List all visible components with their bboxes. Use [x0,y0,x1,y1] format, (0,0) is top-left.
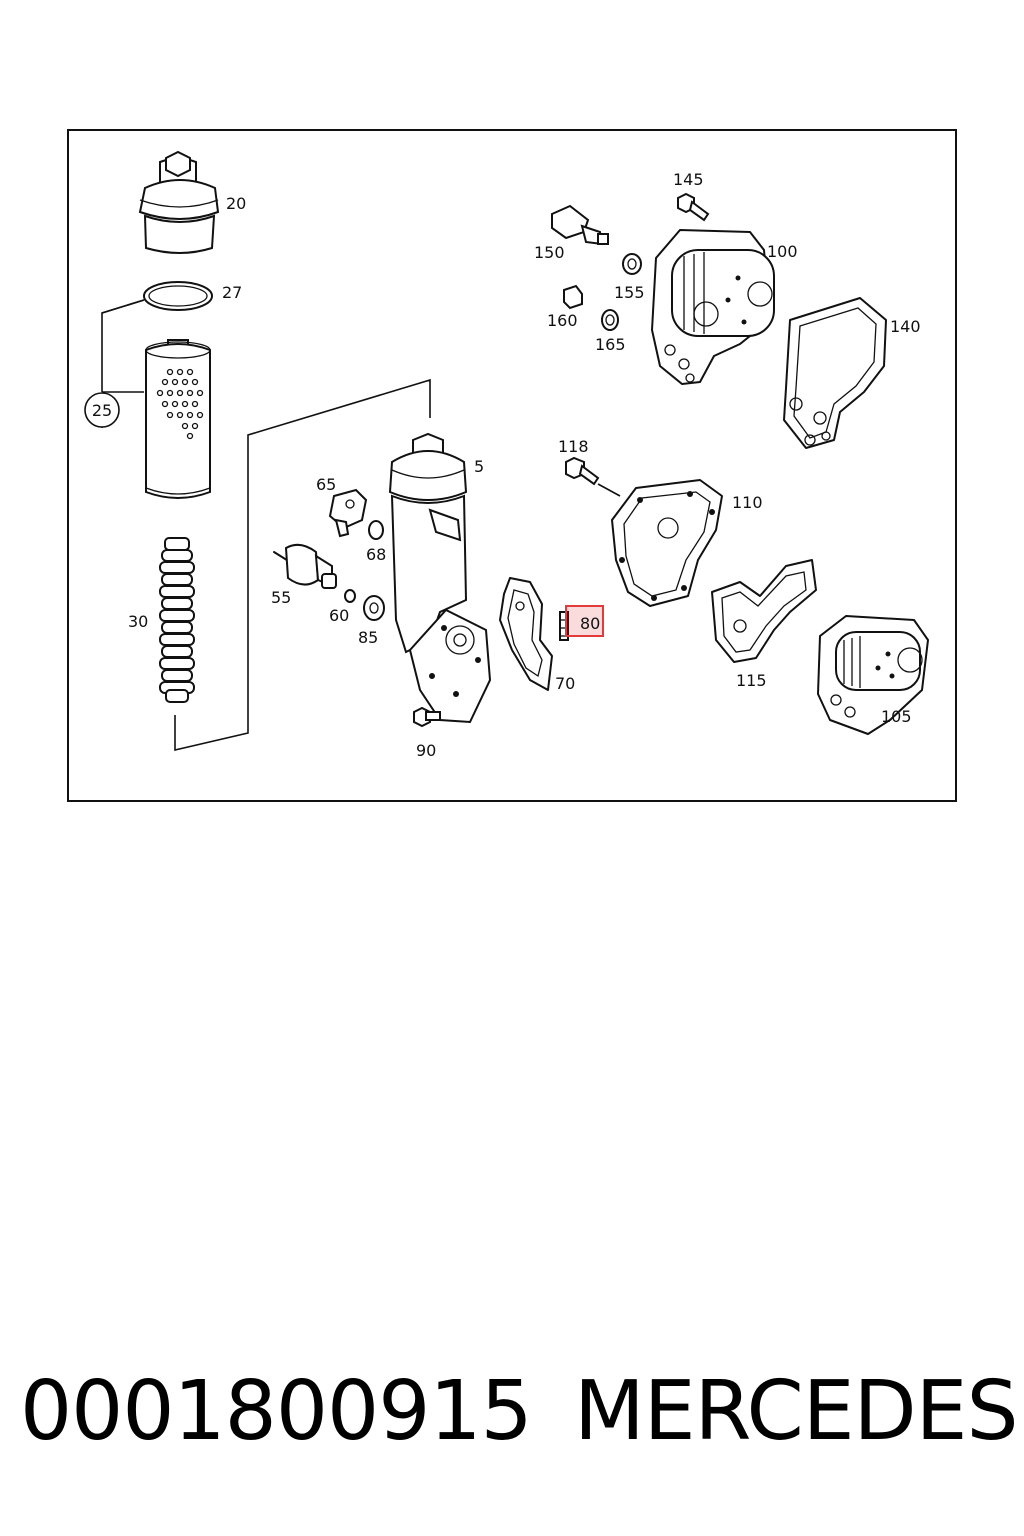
callout-70: 70 [555,674,575,693]
part-110-cover-plate[interactable] [611,479,723,607]
part-55-valve[interactable] [273,543,337,589]
callout-165: 165 [595,335,626,354]
callout-68: 68 [366,545,386,564]
diagram-frame [67,129,957,802]
rib [161,645,193,658]
part-155-washer[interactable] [622,253,642,275]
rib [159,633,195,646]
part-65-bracket[interactable] [328,488,368,538]
part-30-ribbed-element[interactable] [159,537,195,703]
part-145-bolt[interactable] [677,192,710,222]
callout-140: 140 [890,317,921,336]
part-70-gasket[interactable] [499,577,553,691]
part-105-oil-cooler[interactable] [817,615,929,735]
callout-100: 100 [767,242,798,261]
callout-30: 30 [128,612,148,631]
callout-145: 145 [673,170,704,189]
callout-27: 27 [222,283,242,302]
part-number: 0001800915 [20,1364,533,1459]
rib [161,621,193,634]
part-160-plug[interactable] [563,284,583,310]
callout-118: 118 [558,437,589,456]
callout-55: 55 [271,588,291,607]
part-140-gasket[interactable] [783,297,887,449]
callout-105: 105 [881,707,912,726]
part-118-bolt[interactable] [565,456,621,497]
rib [159,585,195,598]
callout-155: 155 [614,283,645,302]
part-27-o-ring[interactable] [143,281,213,311]
rib [159,657,195,670]
callout-60: 60 [329,606,349,625]
part-115-gasket[interactable] [711,559,817,663]
rib [159,609,195,622]
callout-65: 65 [316,475,336,494]
rib [161,597,193,610]
footer-caption: 0001800915 MERCEDES [0,1364,1024,1474]
callout-5: 5 [474,457,484,476]
part-60-washer[interactable] [344,589,356,603]
part-85-washer[interactable] [363,595,385,621]
part-25-filter-element[interactable] [145,339,211,499]
callout-labels: 5 20 25 27 30 55 60 65 68 70 80 85 90 10… [92,170,921,760]
brand-name: MERCEDES [574,1364,1019,1459]
callout-circle-25 [84,392,120,428]
part-20-filter-cap[interactable] [138,150,220,254]
rib [159,561,195,574]
callout-115: 115 [736,671,767,690]
part-150-sensor[interactable] [551,204,609,246]
part-90-bolt[interactable] [413,706,441,728]
rib [161,549,193,562]
part-68-seal-ring[interactable] [368,520,384,540]
callout-160: 160 [547,311,578,330]
callout-25: 25 [92,401,112,420]
callout-20: 20 [226,194,246,213]
leader-lines [101,299,431,752]
rib [161,669,193,682]
part-100-oil-cooler[interactable] [651,229,775,385]
part-5-filter-housing[interactable] [388,432,492,724]
rib [161,573,193,586]
callout-110: 110 [732,493,763,512]
part-165-washer[interactable] [601,309,619,331]
callout-80: 80 [580,614,600,633]
callout-150: 150 [534,243,565,262]
highlight-box-80 [565,605,604,637]
callout-90: 90 [416,741,436,760]
callout-85: 85 [358,628,378,647]
